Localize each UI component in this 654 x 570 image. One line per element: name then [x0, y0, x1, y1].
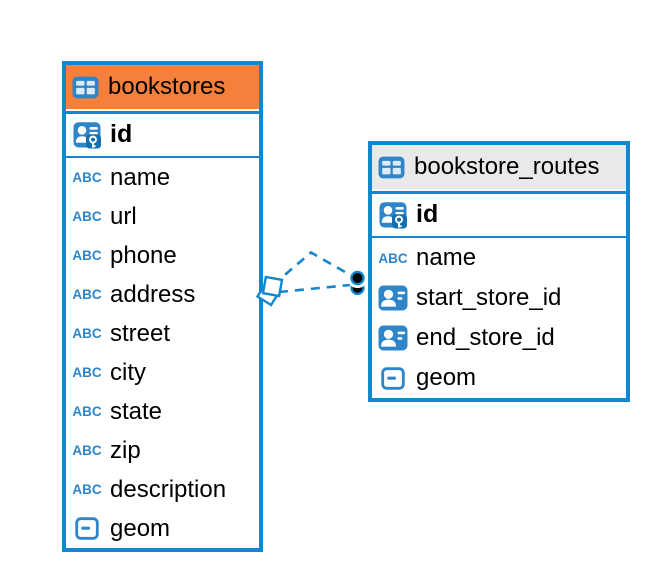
- relationship-line-upper[interactable]: [272, 250, 353, 286]
- text-type-icon: ABC: [72, 209, 102, 224]
- column-name: address: [110, 280, 196, 308]
- table-icon: [378, 156, 405, 179]
- relationship-lines[interactable]: [272, 250, 353, 294]
- connector-dots-marker[interactable]: [347, 267, 368, 296]
- primary-key-icon: [379, 201, 407, 229]
- column-name: street: [110, 319, 171, 347]
- column-name: zip: [110, 436, 141, 464]
- column-name: name: [416, 244, 477, 271]
- column-name: end_store_id: [416, 324, 555, 351]
- geometry-type-icon: [381, 367, 405, 390]
- column-row-url[interactable]: ABC url: [66, 197, 259, 236]
- header-gap: [66, 109, 259, 111]
- text-type-icon: ABC: [72, 287, 102, 302]
- column-row-description[interactable]: ABC description: [66, 470, 259, 509]
- column-name: state: [110, 397, 163, 425]
- column-row-phone[interactable]: ABC phone: [66, 236, 259, 275]
- column-row-end-store-id[interactable]: end_store_id: [372, 318, 626, 358]
- column-name: city: [110, 358, 146, 386]
- column-row-start-store-id[interactable]: start_store_id: [372, 278, 626, 318]
- text-type-icon: ABC: [72, 326, 102, 341]
- header-divider: [66, 111, 259, 114]
- column-row-name[interactable]: ABC name: [372, 238, 626, 278]
- header-divider: [372, 191, 626, 194]
- table-bookstores-header[interactable]: bookstores: [66, 65, 259, 109]
- text-type-icon: ABC: [72, 404, 102, 419]
- column-name: name: [110, 163, 171, 191]
- table-bookstores[interactable]: bookstores id ABC name ABC url ABC phone…: [62, 61, 263, 552]
- column-name: geom: [110, 514, 171, 542]
- table-title: bookstores: [108, 73, 226, 100]
- pk-divider: [372, 235, 626, 238]
- table-icon: [72, 76, 99, 99]
- pk-divider: [66, 155, 259, 158]
- text-type-icon: ABC: [72, 482, 102, 497]
- text-type-icon: ABC: [72, 170, 102, 185]
- column-name: start_store_id: [416, 284, 562, 311]
- column-name: geom: [416, 364, 477, 391]
- column-row-geom[interactable]: geom: [66, 509, 259, 548]
- column-row-name[interactable]: ABC name: [66, 158, 259, 197]
- reference-icon: [378, 325, 408, 351]
- column-row-state[interactable]: ABC state: [66, 392, 259, 431]
- column-name: description: [110, 475, 227, 503]
- text-type-icon: ABC: [72, 248, 102, 263]
- text-type-icon: ABC: [72, 443, 102, 458]
- column-name: url: [110, 202, 137, 230]
- text-type-icon: ABC: [378, 250, 408, 266]
- column-row-id[interactable]: id: [372, 194, 626, 236]
- column-name: id: [416, 200, 439, 228]
- reference-icon: [378, 285, 408, 311]
- primary-key-icon: [73, 121, 101, 149]
- column-row-id[interactable]: id: [66, 114, 259, 156]
- header-gap: [372, 189, 626, 191]
- column-name: phone: [110, 241, 177, 269]
- column-row-city[interactable]: ABC city: [66, 353, 259, 392]
- column-row-geom[interactable]: geom: [372, 358, 626, 398]
- text-type-icon: ABC: [72, 365, 102, 380]
- column-row-street[interactable]: ABC street: [66, 314, 259, 353]
- column-row-zip[interactable]: ABC zip: [66, 431, 259, 470]
- relationship-line-lower[interactable]: [278, 283, 351, 294]
- table-title: bookstore_routes: [414, 153, 600, 180]
- column-row-address[interactable]: ABC address: [66, 275, 259, 314]
- table-bookstore-routes-header[interactable]: bookstore_routes: [372, 145, 626, 189]
- geometry-type-icon: [75, 517, 99, 540]
- column-name: id: [110, 120, 133, 148]
- table-bookstore-routes[interactable]: bookstore_routes id ABC name start_store…: [368, 141, 630, 402]
